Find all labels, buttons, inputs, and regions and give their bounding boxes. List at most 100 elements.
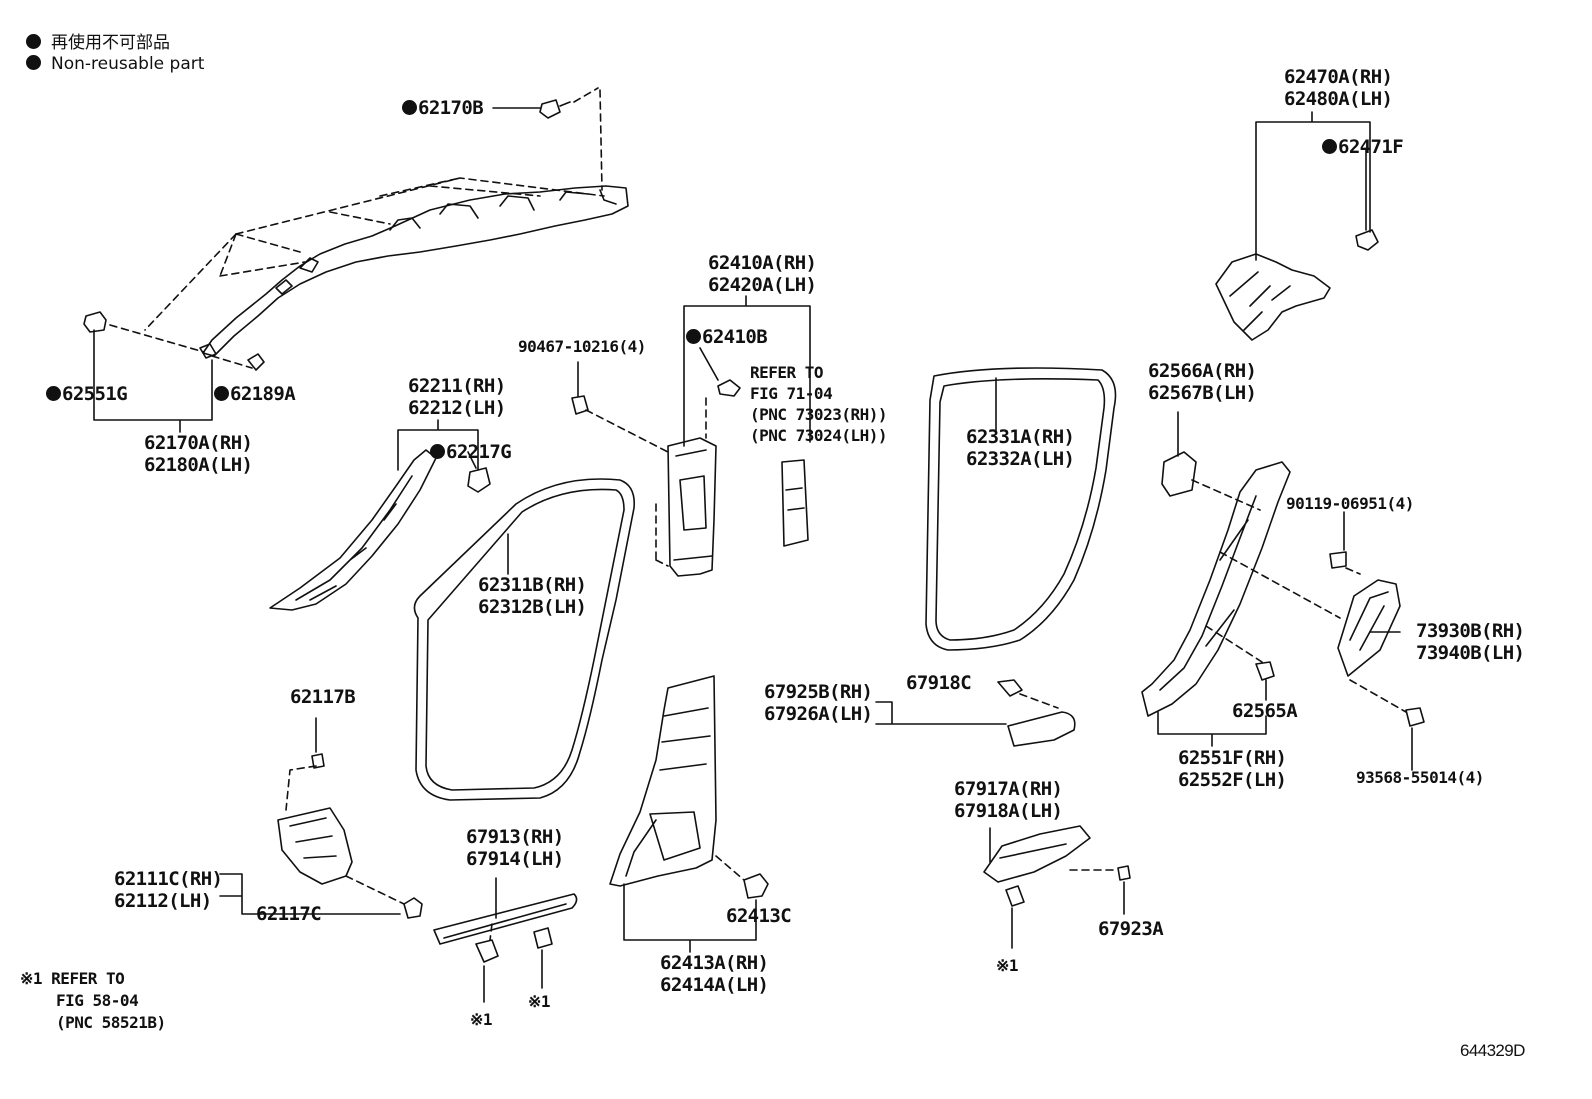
refer-fig71-line4: (PNC 73024(LH)) bbox=[750, 426, 888, 445]
note-refer-line3: (PNC 58521B) bbox=[56, 1013, 166, 1032]
legend-jp: 再使用不可部品 bbox=[26, 28, 170, 53]
non-reusable-dot-icon bbox=[214, 386, 229, 401]
front-door-scuff-part bbox=[609, 675, 717, 887]
clip-62565a-part bbox=[1255, 661, 1275, 681]
callout-62410b: 62410B bbox=[686, 326, 768, 348]
callout-67917a-rh: 67917A(RH) bbox=[954, 778, 1063, 800]
callout-62180a-lh: 62180A(LH) bbox=[144, 454, 253, 476]
clip-62117c-part bbox=[403, 897, 423, 919]
clip-62117b-part bbox=[311, 753, 325, 769]
non-reusable-dot-icon bbox=[1322, 139, 1337, 154]
callout-90119: 90119-06951(4) bbox=[1286, 494, 1414, 513]
callout-62312b-lh: 62312B(LH) bbox=[478, 596, 587, 618]
clip-62217g-part bbox=[467, 467, 491, 493]
callout-62117c: 62117C bbox=[256, 903, 322, 925]
rear-scuff-cover-part bbox=[1007, 711, 1076, 747]
non-reusable-dot-icon bbox=[686, 329, 701, 344]
legend-en: Non-reusable part bbox=[26, 54, 204, 74]
callout-67918c: 67918C bbox=[906, 672, 972, 694]
clip-62551g-part bbox=[83, 311, 107, 333]
callout-73930b-rh: 73930B(RH) bbox=[1416, 620, 1525, 642]
callout-62420a-lh: 62420A(LH) bbox=[708, 274, 817, 296]
clip-67918c-part bbox=[997, 679, 1023, 697]
refer-fig71-line1: REFER TO bbox=[750, 363, 824, 382]
callout-62552f-lh: 62552F(LH) bbox=[1178, 769, 1287, 791]
clip-62189a-small-part bbox=[199, 343, 217, 359]
callout-62551f-rh: 62551F(RH) bbox=[1178, 747, 1287, 769]
clip-62413c-part bbox=[743, 873, 769, 899]
callout-67926a-lh: 67926A(LH) bbox=[764, 703, 873, 725]
refer-fig71-line2: FIG 71-04 bbox=[750, 384, 833, 403]
callout-62565a: 62565A bbox=[1232, 700, 1298, 722]
clip-62566a-part bbox=[1161, 451, 1197, 497]
callout-62410a-rh: 62410A(RH) bbox=[708, 252, 817, 274]
diagram-id: 644329D bbox=[1460, 1041, 1525, 1060]
callout-62311b-rh: 62311B(RH) bbox=[478, 574, 587, 596]
callout-67918a-lh: 67918A(LH) bbox=[954, 800, 1063, 822]
bolt-90467-part bbox=[571, 395, 589, 415]
callout-73940b-lh: 73940B(LH) bbox=[1416, 642, 1525, 664]
note-refer-line1: ※1 REFER TO bbox=[20, 969, 125, 988]
scuff-plate-front-part bbox=[433, 893, 578, 945]
callout-62413a-rh: 62413A(RH) bbox=[660, 952, 769, 974]
clip-scuff-rear-part bbox=[1005, 885, 1025, 907]
callout-90467: 90467-10216(4) bbox=[518, 337, 646, 356]
callout-67913-rh: 67913(RH) bbox=[466, 826, 564, 848]
callout-62170a-rh: 62170A(RH) bbox=[144, 432, 253, 454]
callout-62211-rh: 62211(RH) bbox=[408, 375, 506, 397]
bolt-93568-part bbox=[1405, 707, 1425, 727]
non-reusable-dot-icon bbox=[46, 386, 61, 401]
clip-62189a-part bbox=[247, 353, 265, 371]
callout-62470a-rh: 62470A(RH) bbox=[1284, 66, 1393, 88]
front-door-weatherstrip-part bbox=[413, 478, 636, 801]
seatbelt-anchor-cover-part bbox=[1337, 579, 1401, 677]
callout-62331a-rh: 62331A(RH) bbox=[966, 426, 1075, 448]
cowl-side-trim-part bbox=[277, 807, 353, 885]
callout-62332a-lh: 62332A(LH) bbox=[966, 448, 1075, 470]
non-reusable-dot-icon bbox=[430, 444, 445, 459]
callout-62414a-lh: 62414A(LH) bbox=[660, 974, 769, 996]
bolt-90119-part bbox=[1329, 551, 1347, 569]
callout-62480a-lh: 62480A(LH) bbox=[1284, 88, 1393, 110]
clip-62410b-part bbox=[717, 379, 741, 397]
callout-62217g: 62217G bbox=[430, 441, 512, 463]
clip-62471f-part bbox=[1355, 229, 1379, 251]
bullet-icon bbox=[26, 55, 41, 70]
center-pillar-lower-part bbox=[1141, 461, 1291, 717]
callout-62551g: 62551G bbox=[46, 383, 128, 405]
callout-62566a-rh: 62566A(RH) bbox=[1148, 360, 1257, 382]
clip-62170b-part bbox=[539, 99, 571, 119]
callout-67923a: 67923A bbox=[1098, 918, 1164, 940]
callout-62111c-rh: 62111C(RH) bbox=[114, 868, 223, 890]
callout-62212-lh: 62212(LH) bbox=[408, 397, 506, 419]
clip-67923a-part bbox=[1117, 865, 1131, 881]
callout-62567b-lh: 62567B(LH) bbox=[1148, 382, 1257, 404]
ref-mark-2: ※1 bbox=[528, 992, 551, 1011]
callout-62189a: 62189A bbox=[214, 383, 296, 405]
ref-mark-3: ※1 bbox=[996, 956, 1019, 975]
callout-67925b-rh: 67925B(RH) bbox=[764, 681, 873, 703]
ref-mark-1: ※1 bbox=[470, 1010, 493, 1029]
scuff-plate-clips-part bbox=[475, 927, 553, 963]
callout-62413c: 62413C bbox=[726, 905, 792, 927]
front-pillar-garnish-part bbox=[269, 449, 437, 611]
seatbelt-cover-part bbox=[781, 459, 809, 547]
quarter-upper-garnish-part bbox=[1215, 253, 1331, 341]
callout-62471f: 62471F bbox=[1322, 136, 1404, 158]
note-refer-line2: FIG 58-04 bbox=[56, 991, 139, 1010]
bullet-icon bbox=[26, 34, 41, 49]
rear-scuff-plate-part bbox=[983, 825, 1091, 883]
center-pillar-upper-part bbox=[667, 437, 717, 577]
callout-67914-lh: 67914(LH) bbox=[466, 848, 564, 870]
callout-62170b: 62170B bbox=[402, 97, 484, 119]
callout-93568: 93568-55014(4) bbox=[1356, 768, 1484, 787]
rear-door-weatherstrip-part bbox=[925, 367, 1117, 651]
callout-62112-lh: 62112(LH) bbox=[114, 890, 212, 912]
refer-fig71-line3: (PNC 73023(RH)) bbox=[750, 405, 888, 424]
roof-garnish-dashes bbox=[109, 87, 605, 369]
non-reusable-dot-icon bbox=[402, 100, 417, 115]
callout-62117b: 62117B bbox=[290, 686, 356, 708]
roof-side-garnish-part bbox=[202, 185, 629, 357]
